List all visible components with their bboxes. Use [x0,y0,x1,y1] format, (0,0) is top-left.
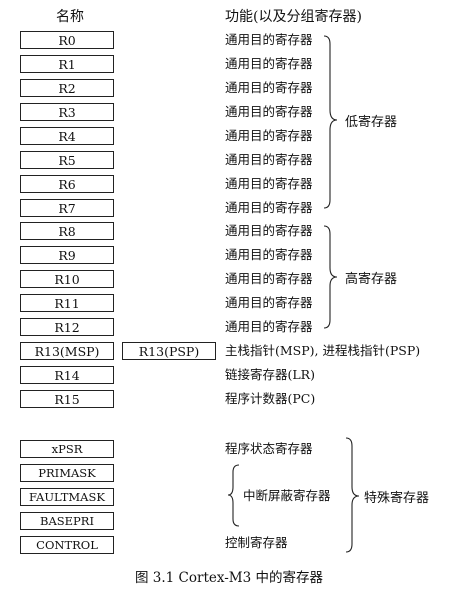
register-box-r1: R1 [20,55,114,73]
register-box-r13-msp: R13(MSP) [20,342,114,360]
function-label-r4: 通用目的寄存器 [225,128,313,143]
register-box-xpsr: xPSR [20,440,114,458]
register-box-r15: R15 [20,390,114,408]
function-label-r12: 通用目的寄存器 [225,319,313,334]
register-box-r8: R8 [20,222,114,240]
special-registers-brace [345,437,360,553]
register-box-basepri: BASEPRI [20,512,114,530]
register-box-r9: R9 [20,246,114,264]
function-label-r8: 通用目的寄存器 [225,223,313,238]
register-box-r3: R3 [20,103,114,121]
special-registers-label: 特殊寄存器 [364,491,430,506]
function-label-r6: 通用目的寄存器 [225,176,313,191]
high-registers-label: 高寄存器 [345,272,398,287]
function-label-r1: 通用目的寄存器 [225,56,313,71]
register-box-primask: PRIMASK [20,464,114,482]
register-box-r10: R10 [20,270,114,288]
function-label-r11: 通用目的寄存器 [225,295,313,310]
low-registers-brace [323,35,338,209]
register-box-r6: R6 [20,175,114,193]
register-box-r5: R5 [20,151,114,169]
register-box-r0: R0 [20,31,114,49]
register-box-r14: R14 [20,366,114,384]
register-box-r11: R11 [20,294,114,312]
function-label-xpsr: 程序状态寄存器 [225,441,313,456]
function-label-r14: 链接寄存器(LR) [225,367,315,382]
register-box-r12: R12 [20,318,114,336]
function-label-r13: 主栈指针(MSP), 进程栈指针(PSP) [225,343,421,358]
function-label-r0: 通用目的寄存器 [225,32,313,47]
function-label-r7: 通用目的寄存器 [225,200,313,215]
function-label-r10: 通用目的寄存器 [225,271,313,286]
register-box-r2: R2 [20,79,114,97]
low-registers-label: 低寄存器 [345,115,398,130]
register-box-faultmask: FAULTMASK [20,488,114,506]
function-label-r9: 通用目的寄存器 [225,247,313,262]
header-name: 名称 [56,9,84,25]
function-label-r3: 通用目的寄存器 [225,104,313,119]
register-box-r13-psp: R13(PSP) [122,342,216,360]
function-label-r5: 通用目的寄存器 [225,152,313,167]
function-label-interrupt-mask: 中断屏蔽寄存器 [243,488,331,503]
register-box-control: CONTROL [20,536,114,554]
high-registers-brace [323,225,338,329]
figure-caption: 图 3.1 Cortex-M3 中的寄存器 [134,570,324,586]
header-function: 功能(以及分组寄存器) [225,9,362,25]
function-label-r15: 程序计数器(PC) [225,391,316,406]
function-label-r2: 通用目的寄存器 [225,80,313,95]
interrupt-mask-brace [227,464,240,527]
register-box-r4: R4 [20,127,114,145]
register-box-r7: R7 [20,199,114,217]
function-label-control: 控制寄存器 [225,535,288,550]
